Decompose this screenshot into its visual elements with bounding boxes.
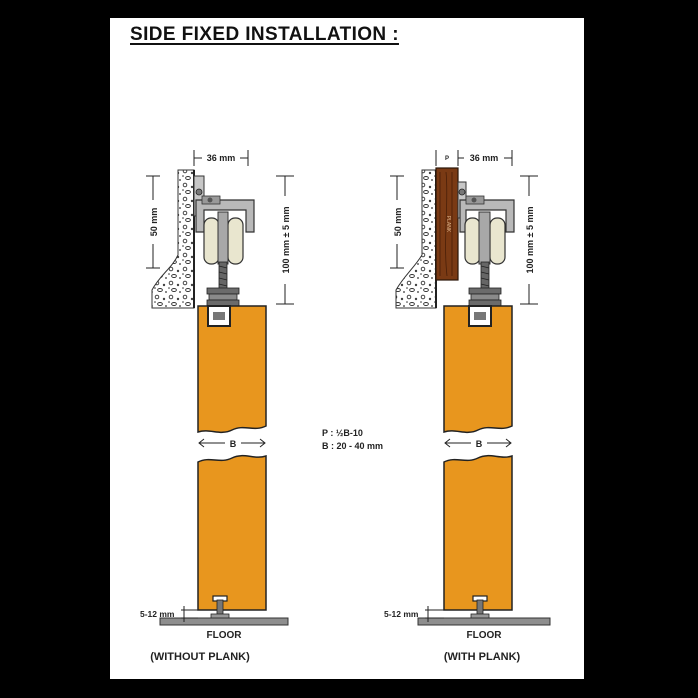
left-bracket bbox=[193, 175, 255, 327]
left-gap-label: 5-12 mm bbox=[140, 609, 175, 619]
right-caption: (WITH PLANK) bbox=[444, 651, 521, 663]
left-caption: (WITHOUT PLANK) bbox=[150, 651, 250, 663]
legend-p-line: P : ½B-10 bbox=[322, 428, 363, 438]
right-width-dimension bbox=[444, 436, 512, 450]
left-door-label: B bbox=[230, 439, 237, 449]
right-gap-dimension bbox=[425, 606, 444, 622]
left-gap-dimension bbox=[181, 606, 198, 622]
left-floor-guide bbox=[210, 595, 230, 620]
right-bracket bbox=[457, 181, 515, 307]
right-height-upper-label: 50 mm bbox=[393, 208, 403, 237]
right-50mm-dimension bbox=[390, 175, 404, 269]
left-width-label: 36 mm bbox=[207, 153, 236, 163]
right-height-total-label: 100 mm ± 5 mm bbox=[525, 207, 535, 274]
right-floor bbox=[417, 617, 551, 626]
right-door-label: B bbox=[476, 439, 483, 449]
left-100mm-dimension bbox=[276, 175, 294, 305]
right-door-lower bbox=[443, 454, 513, 611]
left-floor bbox=[159, 617, 289, 626]
right-wall bbox=[395, 169, 437, 309]
left-door-upper bbox=[197, 305, 267, 434]
left-height-total-label: 100 mm ± 5 mm bbox=[281, 207, 291, 274]
right-100mm-dimension bbox=[520, 175, 538, 305]
right-door-upper bbox=[443, 305, 513, 434]
left-50mm-dimension bbox=[146, 175, 160, 269]
right-floor-label: FLOOR bbox=[467, 630, 503, 641]
left-36mm-dimension bbox=[193, 150, 249, 166]
left-height-upper-label: 50 mm bbox=[149, 208, 159, 237]
left-door-lower bbox=[197, 454, 267, 611]
plank-text: PLANK bbox=[445, 216, 451, 233]
right-assembly: PLANK B bbox=[384, 150, 551, 663]
left-assembly: B 36 mm 50 mm bbox=[140, 150, 294, 663]
right-36mm-dimension bbox=[435, 150, 513, 166]
left-floor-label: FLOOR bbox=[207, 630, 243, 641]
wood-plank bbox=[435, 167, 459, 281]
right-gap-label: 5-12 mm bbox=[384, 609, 419, 619]
right-width-label: 36 mm bbox=[470, 153, 499, 163]
left-wall bbox=[151, 169, 195, 309]
left-width-dimension bbox=[198, 436, 266, 450]
right-plank-label: P bbox=[445, 156, 449, 162]
legend-b-line: B : 20 - 40 mm bbox=[322, 441, 383, 451]
page-title: SIDE FIXED INSTALLATION : bbox=[130, 24, 399, 45]
